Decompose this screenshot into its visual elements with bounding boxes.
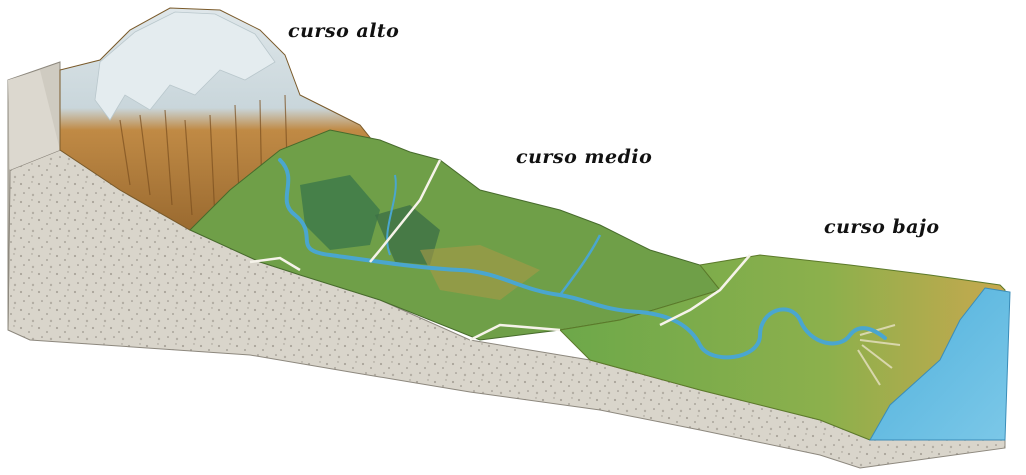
- label-lower-course: curso bajo: [824, 216, 940, 238]
- label-middle-course: curso medio: [516, 146, 652, 168]
- label-upper-course: curso alto: [288, 20, 399, 42]
